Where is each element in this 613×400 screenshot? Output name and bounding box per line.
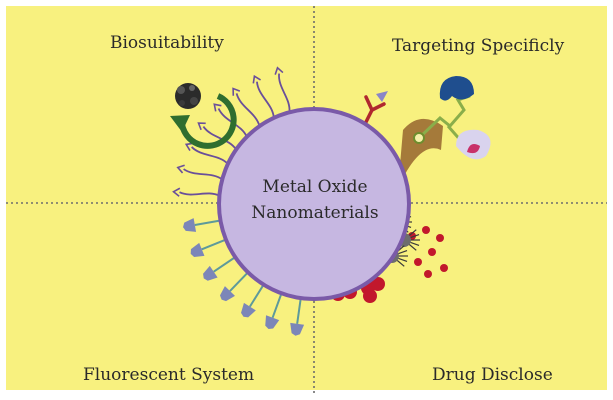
drug-molecule: [414, 258, 422, 266]
label-biosuitability: Biosuitability: [110, 33, 224, 53]
antibody-icon: [364, 95, 386, 124]
drug-cluster-dot: [371, 277, 385, 291]
label-fluorescent: Fluorescent System: [83, 365, 255, 385]
dye-molecule: [190, 242, 205, 257]
ligand-strand: [202, 126, 237, 151]
dye-linker: [271, 292, 283, 319]
ligand-strand: [256, 81, 275, 119]
ligand-arrowhead: [232, 87, 241, 96]
carrier-tail: [396, 260, 405, 267]
center-title-line2: Nanomaterials: [251, 203, 379, 223]
dye-molecule: [219, 286, 235, 302]
ligand-arrowhead: [184, 142, 194, 151]
ligand-strand: [179, 191, 220, 197]
recycle-arrow-icon: [170, 93, 237, 149]
carrier-tail: [408, 244, 417, 251]
ligand-arrowhead: [252, 74, 261, 84]
carrier-tail: [410, 233, 420, 239]
drug-molecule: [428, 248, 436, 256]
dye-linker: [213, 256, 236, 273]
drug-molecule: [422, 226, 430, 234]
ligand-arrowhead: [197, 122, 206, 131]
drug-cluster-dot: [363, 289, 377, 303]
ligand-arrowhead: [176, 164, 185, 174]
dye-linker: [194, 219, 221, 226]
dye-molecule: [290, 322, 305, 336]
carrier-tail: [398, 257, 408, 263]
receptor-complex: [398, 76, 491, 188]
drug-molecule: [440, 264, 448, 272]
dye-group: [183, 218, 305, 336]
ligand-strand: [191, 146, 229, 165]
dye-linker: [296, 297, 302, 324]
label-drug: Drug Disclose: [432, 365, 553, 385]
ligand-strand: [183, 168, 223, 181]
aggregate-particle: [175, 83, 201, 109]
label-targeting: Targeting Specificly: [392, 36, 565, 56]
dye-molecule: [183, 218, 197, 232]
center-title-line1: Metal Oxide: [262, 177, 368, 197]
ligand-strand: [278, 73, 291, 113]
drug-molecule: [424, 270, 432, 278]
dye-linker: [229, 271, 249, 292]
drug-molecule: [436, 234, 444, 242]
antigen-triangle: [376, 91, 388, 102]
carrier-tail: [408, 229, 417, 236]
ligand-arrowhead: [172, 187, 181, 197]
carrier-tail: [410, 241, 420, 247]
dye-molecule: [265, 315, 280, 329]
ligand-group: [172, 66, 291, 197]
dye-molecule: [241, 302, 256, 318]
nanoparticle-core: [217, 107, 411, 301]
ligand-arrowhead: [274, 66, 284, 75]
carrier-tail: [398, 249, 408, 255]
ligand-strand: [235, 93, 261, 127]
dye-linker: [201, 238, 227, 251]
ligand-arrowhead: [213, 103, 222, 112]
dye-linker: [249, 284, 265, 308]
dye-molecule: [203, 265, 218, 281]
